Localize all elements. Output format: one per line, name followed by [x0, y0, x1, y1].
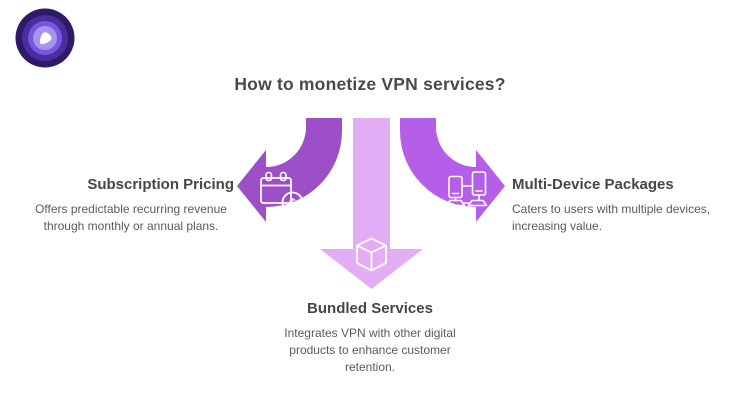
branch-bundled-services: Bundled Services Integrates VPN with oth…	[270, 300, 470, 375]
branch-description-subscription-pricing: Offers predictable recurring revenue thr…	[35, 202, 227, 233]
branch-description-multi-device-packages: Caters to users with multiple devices, i…	[512, 202, 711, 233]
branch-multi-device-packages: Multi-Device Packages Caters to users wi…	[512, 176, 728, 235]
multi-device-icon	[445, 171, 488, 207]
page-title: How to monetize VPN services?	[234, 74, 506, 94]
cube-icon	[356, 237, 387, 272]
branch-heading-subscription-pricing: Subscription Pricing	[87, 176, 234, 193]
curved-arrow-left	[237, 118, 342, 222]
calendar-dollar-icon: $	[260, 171, 304, 214]
purevpn-logo	[15, 8, 75, 68]
curved-arrow-right	[400, 118, 505, 222]
branch-subscription-pricing: Subscription Pricing Offers predictable …	[28, 176, 234, 235]
logo-pick-shape	[39, 32, 52, 45]
branch-heading-bundled-services: Bundled Services	[307, 300, 433, 317]
dollar-sign: $	[289, 198, 296, 210]
branch-description-bundled-services: Integrates VPN with other digital produc…	[284, 326, 456, 374]
arrow-down	[320, 118, 423, 289]
branch-heading-multi-device-packages: Multi-Device Packages	[512, 176, 674, 193]
